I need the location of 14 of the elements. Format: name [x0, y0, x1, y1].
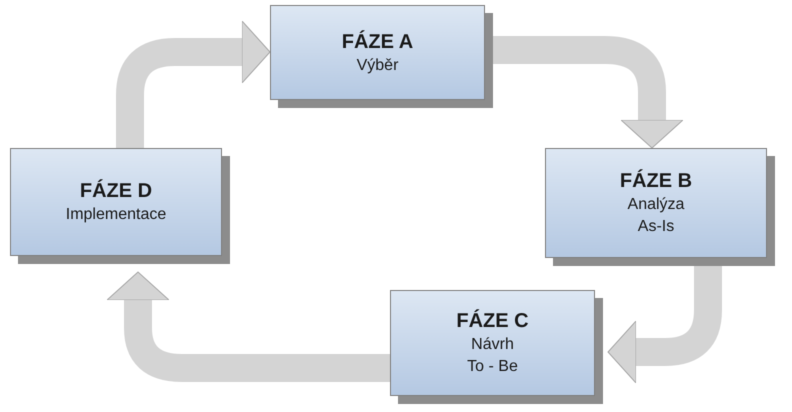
curved-block-arrow [608, 266, 722, 384]
phase-text: As-Is [638, 217, 674, 237]
phase-text: Návrh [471, 335, 514, 355]
curved-block-arrow [106, 272, 390, 382]
phase-title: FÁZE D [80, 178, 152, 204]
phase-text: Implementace [66, 205, 166, 225]
phase-text: To - Be [467, 357, 518, 377]
curved-block-arrow [493, 36, 684, 148]
phase-title: FÁZE C [456, 308, 529, 334]
phase-text: Analýza [628, 195, 684, 215]
curved-block-arrow [116, 20, 270, 148]
phase-title: FÁZE B [620, 168, 692, 194]
phase-text: Výběr [356, 56, 398, 76]
phase-title: FÁZE A [342, 29, 414, 54]
